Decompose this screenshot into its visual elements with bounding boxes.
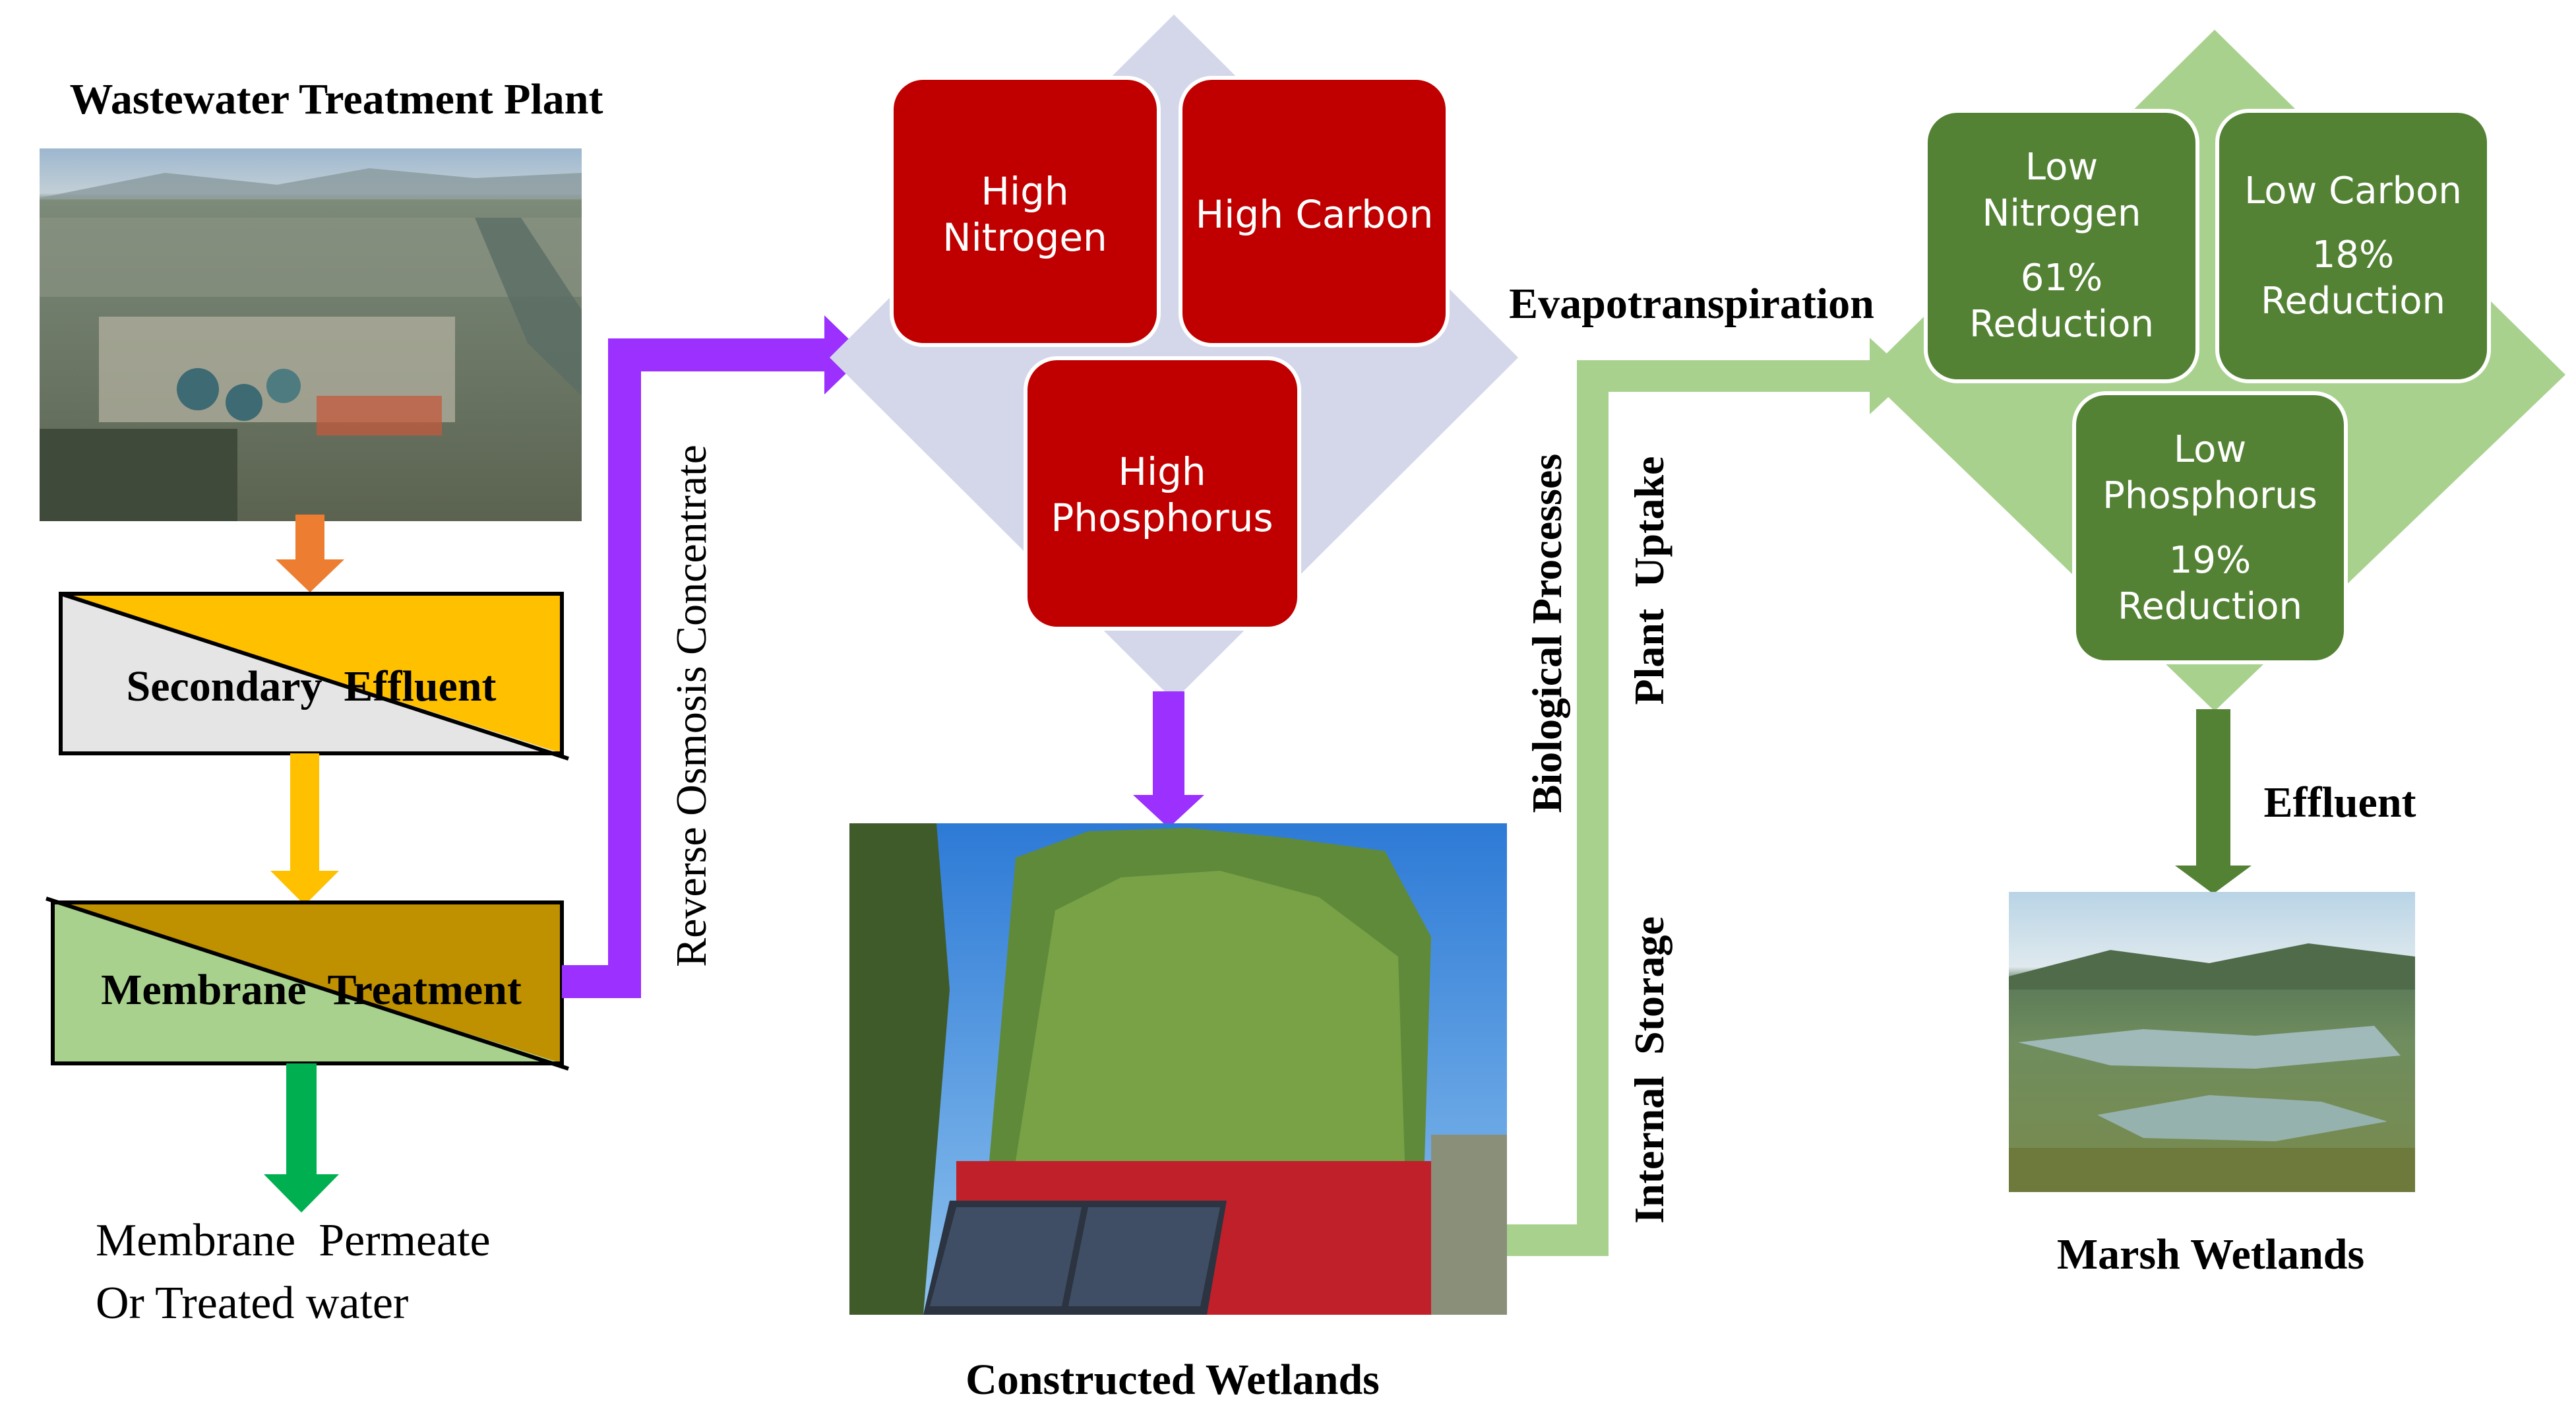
evapotranspiration-label: Evapotranspiration <box>1509 280 1874 328</box>
low-carbon-line2: 18% <box>2312 234 2394 276</box>
constructed-wetlands-photo <box>849 823 1507 1315</box>
secondary-effluent-box <box>59 592 569 761</box>
ro-concentrate-label: Reverse Osmosis Concentrate <box>667 445 716 967</box>
low-phosphorus-box <box>2072 391 2348 664</box>
low-nitrogen-line4: Reduction <box>1969 303 2154 346</box>
high-phosphorus-line1: High <box>1118 449 1206 494</box>
low-phosphorus-line4: Reduction <box>2118 585 2302 628</box>
orange-arrow <box>276 515 344 592</box>
constructed-wetlands-title: Constructed Wetlands <box>966 1356 1380 1404</box>
high-nitrogen-line1: High <box>981 169 1068 214</box>
low-load-diamond <box>1865 30 2565 711</box>
low-carbon-line1: Low Carbon <box>2244 170 2462 212</box>
membrane-treatment-box <box>46 897 569 1071</box>
marsh-wetlands-photo <box>2009 892 2415 1192</box>
biological-processes-label: Biological Processes <box>1523 454 1570 813</box>
permeate-line2: Or Treated water <box>96 1278 408 1329</box>
membrane-treatment-label: Membrane Treatment <box>101 966 522 1014</box>
low-nitrogen-line1: Low <box>2025 146 2098 189</box>
low-carbon-box <box>2215 109 2491 383</box>
effluent-label: Effluent <box>2264 778 2416 827</box>
low-phosphorus-line3: 19% <box>2169 539 2251 582</box>
low-nitrogen-box <box>1924 109 2199 383</box>
low-carbon-line3: Reduction <box>2261 280 2445 323</box>
secondary-effluent-label: Secondary Effluent <box>127 662 497 710</box>
high-phosphorus-box <box>1024 356 1301 631</box>
low-phosphorus-line1: Low <box>2174 428 2246 471</box>
high-carbon-box <box>1179 76 1450 347</box>
wwtp-title: Wastewater Treatment Plant <box>70 75 603 123</box>
plant-uptake-label: Plant Uptake <box>1626 457 1672 705</box>
internal-storage-label: Internal Storage <box>1626 916 1672 1224</box>
permeate-line1: Membrane Permeate <box>96 1215 491 1266</box>
low-phosphorus-line2: Phosphorus <box>2102 474 2317 517</box>
purple-down-arrow <box>1133 691 1204 828</box>
wwtp-photo <box>40 148 582 521</box>
high-phosphorus-line2: Phosphorus <box>1051 495 1273 540</box>
marsh-wetlands-title: Marsh Wetlands <box>2057 1230 2364 1278</box>
low-nitrogen-line3: 61% <box>2021 257 2102 300</box>
effluent-arrow <box>2175 709 2252 894</box>
high-carbon-line1: High Carbon <box>1196 192 1434 237</box>
yellow-arrow <box>270 753 339 905</box>
low-nitrogen-line2: Nitrogen <box>1982 192 2141 235</box>
high-nitrogen-box <box>890 76 1161 347</box>
green-arrow <box>264 1063 339 1213</box>
high-nitrogen-line2: Nitrogen <box>942 215 1107 260</box>
